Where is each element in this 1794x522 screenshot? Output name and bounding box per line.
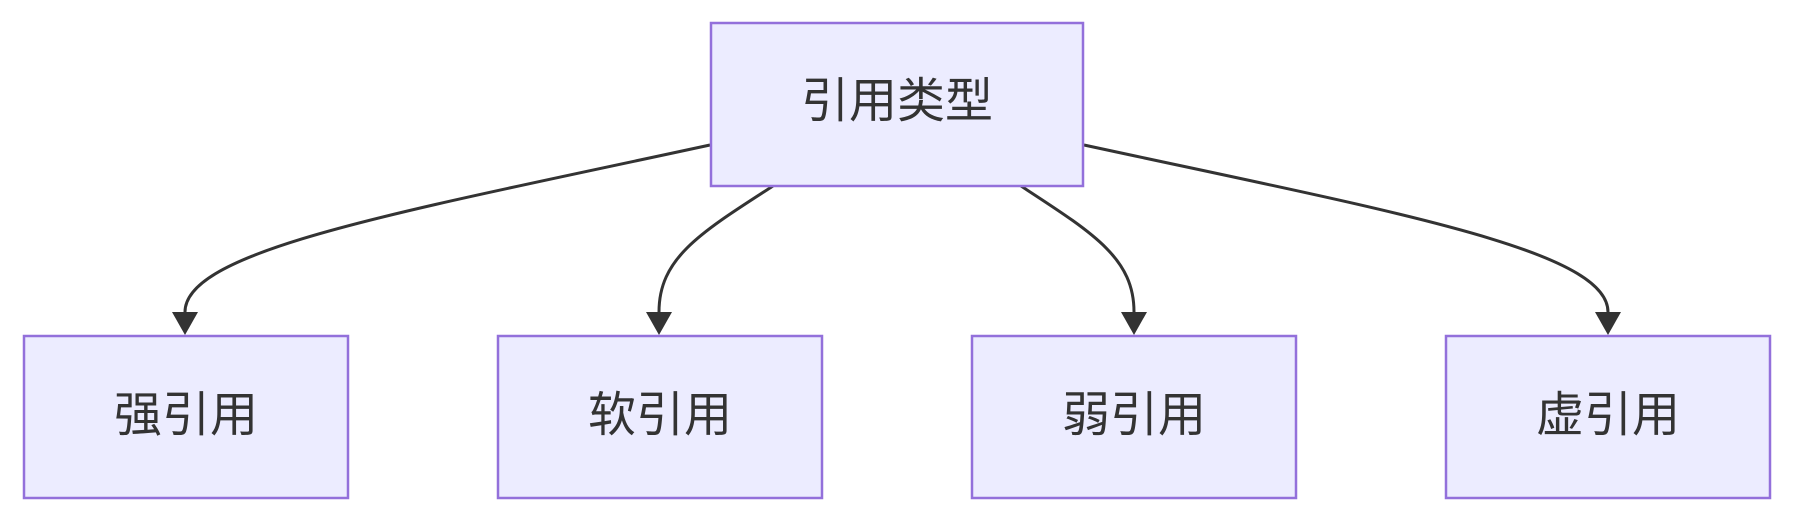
edge-root-to-soft [657,184,774,313]
edges [172,143,1621,335]
node-phantom: 虚引用 [1444,334,1772,500]
node-soft-box [496,334,824,500]
node-root-box [709,21,1085,188]
node-weak: 弱引用 [970,334,1298,500]
node-weak-box [970,334,1298,500]
node-soft-label: 软引用 [588,387,732,443]
node-strong-label: 强引用 [114,387,258,443]
node-root: 引用类型 [709,21,1085,188]
node-phantom-box [1444,334,1772,500]
arrow-root-to-weak [1121,312,1147,335]
arrow-root-to-soft [646,312,672,335]
node-soft: 软引用 [496,334,824,500]
node-root-label: 引用类型 [801,73,993,129]
node-weak-label: 弱引用 [1062,387,1206,443]
node-strong: 强引用 [22,334,350,500]
node-phantom-label: 虚引用 [1536,387,1680,443]
edge-root-to-strong [183,143,711,313]
arrow-root-to-phantom [1595,312,1621,335]
edge-root-to-phantom [1083,143,1610,313]
edge-root-to-weak [1020,184,1136,313]
arrow-root-to-strong [172,312,198,335]
node-strong-box [22,334,350,500]
